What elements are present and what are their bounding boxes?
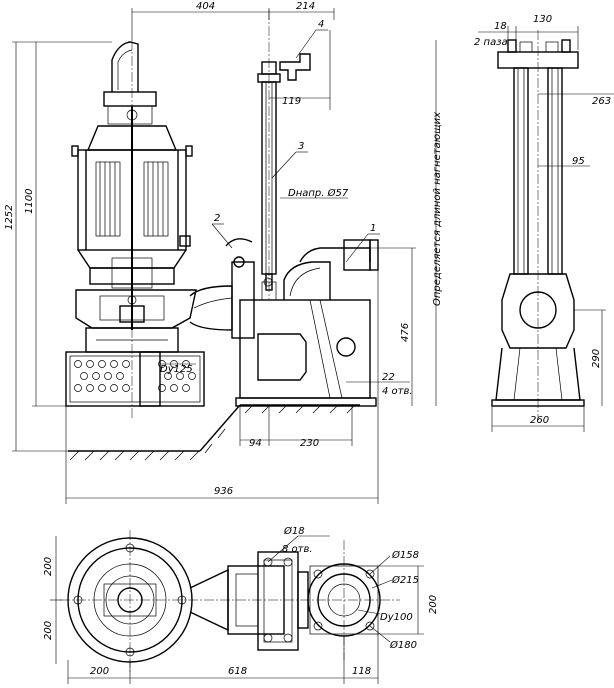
plan-dimensions: 200 200 200 200 618 118 Ø18 8 отв. Ø158 … bbox=[43, 525, 439, 684]
plan-dim-200bot: 200 bbox=[90, 666, 109, 677]
plan-dim-d158: Ø158 bbox=[391, 549, 419, 561]
dim-404: 404 bbox=[196, 1, 215, 12]
front-dimensions: 404 214 119 Dнапр. Ø57 1252 1100 Dy125 4… bbox=[4, 1, 443, 504]
vertical-note: Определяется длиной нагнетающих bbox=[432, 112, 443, 306]
dim-22: 22 bbox=[382, 372, 395, 383]
plan-dim-d18: Ø18 bbox=[283, 525, 305, 537]
callout-1: 1 bbox=[370, 223, 376, 234]
plan-dim-200a: 200 bbox=[43, 557, 54, 576]
side-dim-18: 18 bbox=[494, 21, 507, 32]
pump-motor bbox=[71, 40, 233, 420]
plan-dim-d215: Ø215 bbox=[391, 574, 419, 586]
dim-4otv: 4 отв. bbox=[382, 386, 413, 397]
callout-2: 2 bbox=[214, 213, 220, 224]
side-dimensions: 18 130 2 паза 263 95 290 260 bbox=[474, 14, 614, 432]
side-dim-260: 260 bbox=[530, 415, 549, 426]
ground-hatch bbox=[68, 404, 360, 461]
dim-dnapr: Dнапр. Ø57 bbox=[288, 187, 349, 199]
base-outlet bbox=[225, 238, 379, 407]
dim-1100: 1100 bbox=[24, 189, 35, 214]
front-view: 404 214 119 Dнапр. Ø57 1252 1100 Dy125 4… bbox=[4, 1, 443, 504]
dim-936: 936 bbox=[214, 486, 233, 497]
dim-dy125: Dy125 bbox=[160, 364, 193, 375]
plan-dim-200b: 200 bbox=[43, 621, 54, 640]
dim-1252: 1252 bbox=[4, 205, 15, 230]
dim-230: 230 bbox=[300, 438, 319, 449]
dim-94: 94 bbox=[249, 438, 262, 449]
plan-dim-200c: 200 bbox=[428, 595, 439, 614]
dim-214: 214 bbox=[296, 1, 315, 12]
plan-dim-8otv: 8 отв. bbox=[282, 544, 313, 555]
guide-column bbox=[257, 10, 311, 300]
plan-view: 200 200 200 200 618 118 Ø18 8 отв. Ø158 … bbox=[43, 525, 439, 684]
plan-dim-dy100: Dy100 bbox=[380, 612, 413, 623]
callout-3: 3 bbox=[298, 141, 304, 152]
plan-dim-118: 118 bbox=[352, 666, 371, 677]
plan-dim-d180: Ø180 bbox=[389, 639, 417, 651]
callout-4: 4 bbox=[318, 19, 324, 30]
plan-dim-618: 618 bbox=[228, 666, 247, 677]
callouts: 4 3 2 1 bbox=[211, 19, 380, 263]
side-dim-290: 290 bbox=[591, 349, 602, 368]
dim-476: 476 bbox=[400, 323, 411, 342]
side-dim-130: 130 bbox=[533, 14, 552, 25]
dim-119: 119 bbox=[282, 96, 301, 107]
strainer bbox=[65, 351, 205, 407]
side-dim-95: 95 bbox=[572, 156, 585, 167]
side-dim-263: 263 bbox=[592, 96, 611, 107]
side-dim-2paza: 2 паза bbox=[474, 37, 508, 48]
side-view: 18 130 2 паза 263 95 290 260 bbox=[474, 14, 614, 432]
